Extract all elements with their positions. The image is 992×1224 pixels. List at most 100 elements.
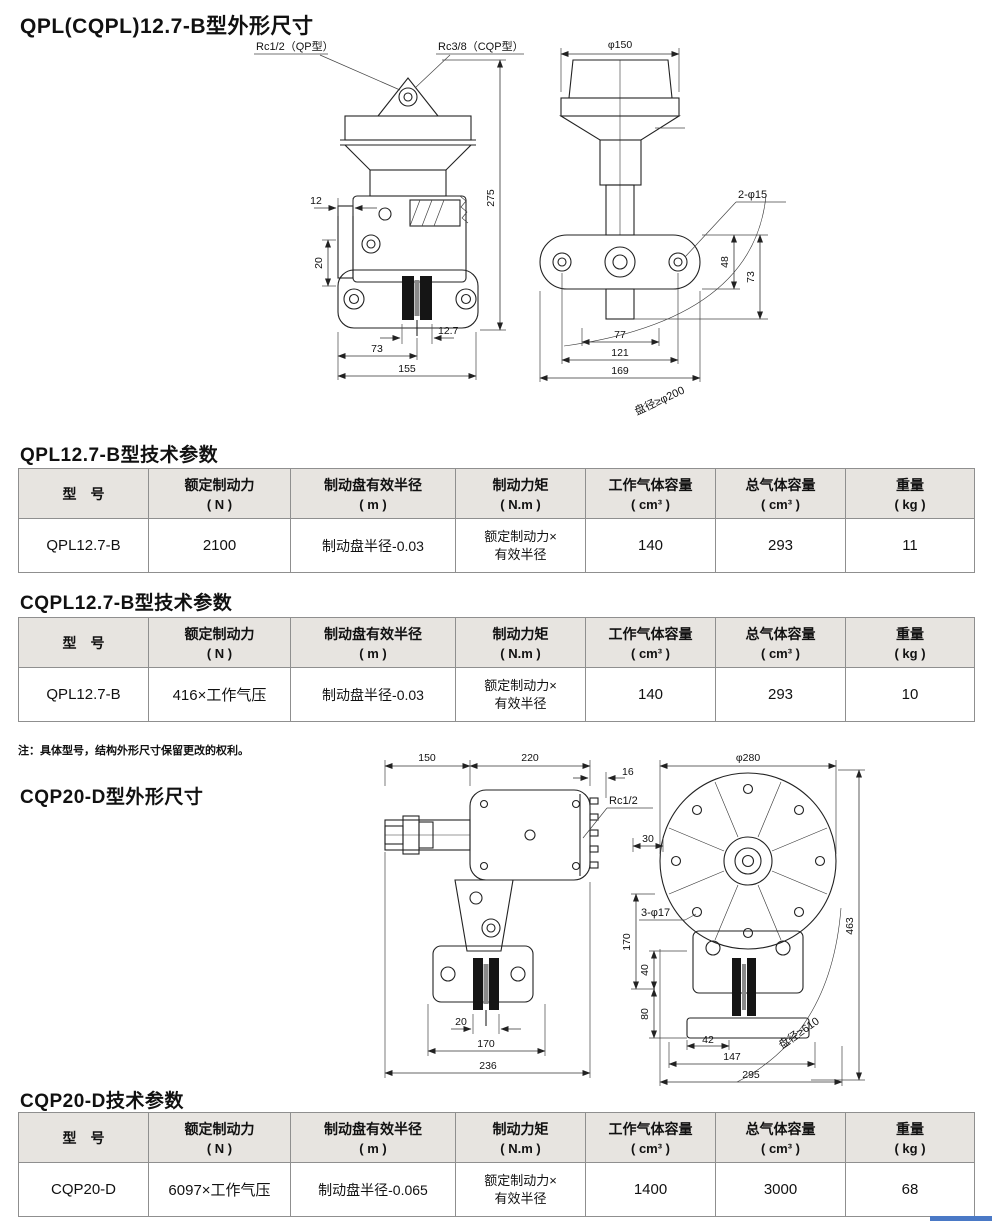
- cell-torque: 额定制动力×有效半径: [455, 1162, 586, 1217]
- col-header-work-volume: 工作气体容量( cm³ ): [585, 468, 716, 519]
- cell-total-volume: 293: [715, 518, 846, 573]
- dim-label-169: 169: [611, 365, 629, 377]
- table-header-row: 型 号 额定制动力( N ) 制动盘有效半径( m ) 制动力矩( N.m ) …: [18, 468, 975, 519]
- cqp-side-view-drawing: 150 220 16 Rc1/2 20 170 236: [384, 752, 653, 1078]
- col-header-total-volume: 总气体容量( cm³ ): [715, 617, 846, 668]
- table-data-row: QPL12.7-B 2100 制动盘半径-0.03 额定制动力×有效半径 140…: [18, 518, 975, 573]
- brake-disc-arc: [563, 195, 767, 347]
- page-corner-accent: [930, 1216, 992, 1221]
- section-title-cqp-dimensions: CQP20-D型外形尺寸: [20, 787, 204, 808]
- dim-label-20: 20: [455, 1016, 467, 1028]
- cell-radius: 制动盘半径-0.065: [290, 1162, 456, 1217]
- dim-label-170: 170: [621, 933, 633, 951]
- cell-work-volume: 140: [585, 667, 716, 722]
- dim-label-16: 16: [622, 766, 634, 778]
- hole-label-2-phi15: 2-φ15: [738, 189, 767, 201]
- cqp-front-outline: [659, 772, 842, 1083]
- dim-label-295: 295: [742, 1069, 760, 1081]
- dim-label-12-7: 12.7: [438, 325, 459, 337]
- port-label-qp: Rc1/2（QP型）: [256, 39, 334, 53]
- col-header-total-volume: 总气体容量( cm³ ): [715, 1112, 846, 1163]
- cqp-side-annotations: 150 220 16 Rc1/2 20 170 236: [384, 752, 653, 1078]
- cell-model: CQP20-D: [18, 1162, 149, 1217]
- table-data-row: CQP20-D 6097×工作气压 制动盘半径-0.065 额定制动力×有效半径…: [18, 1162, 975, 1217]
- dim-label-48: 48: [719, 256, 731, 268]
- col-header-force: 额定制动力( N ): [148, 1112, 291, 1163]
- table-header-row: 型 号 额定制动力( N ) 制动盘有效半径( m ) 制动力矩( N.m ) …: [18, 1112, 975, 1163]
- dim-label-12: 12: [310, 195, 322, 207]
- col-header-torque: 制动力矩( N.m ): [455, 617, 586, 668]
- col-header-model: 型 号: [18, 1112, 149, 1163]
- cell-force: 6097×工作气压: [148, 1162, 291, 1217]
- dim-label-phi150: φ150: [608, 39, 632, 51]
- qpl-front-annotations: Rc1/2（QP型） Rc3/8（CQP型） 275 12 20 12.7: [254, 39, 524, 380]
- col-header-radius: 制动盘有效半径( m ): [290, 1112, 456, 1163]
- cell-force: 416×工作气压: [148, 667, 291, 722]
- cell-weight: 10: [845, 667, 975, 722]
- dim-label-80: 80: [639, 1008, 651, 1020]
- col-header-torque: 制动力矩( N.m ): [455, 1112, 586, 1163]
- cell-work-volume: 140: [585, 518, 716, 573]
- cell-weight: 11: [845, 518, 975, 573]
- cell-total-volume: 3000: [715, 1162, 846, 1217]
- dim-label-150: 150: [418, 752, 436, 764]
- footnote: 注：具体型号，结构外形尺寸保留更改的权利。: [18, 745, 249, 757]
- dim-label-220: 220: [521, 752, 539, 764]
- dim-label-42: 42: [702, 1034, 714, 1046]
- dim-label-121: 121: [611, 347, 629, 359]
- dim-label-73: 73: [745, 271, 757, 283]
- col-header-weight: 重量( kg ): [845, 617, 975, 668]
- col-header-force: 额定制动力( N ): [148, 617, 291, 668]
- cell-radius: 制动盘半径-0.03: [290, 667, 456, 722]
- col-header-radius: 制动盘有效半径( m ): [290, 617, 456, 668]
- dim-label-40: 40: [639, 964, 651, 976]
- port-label-rc12: Rc1/2: [609, 795, 638, 807]
- dim-label-170: 170: [477, 1038, 495, 1050]
- cell-model: QPL12.7-B: [18, 518, 149, 573]
- section-title-cqp-params: CQP20-D技术参数: [20, 1091, 184, 1112]
- col-header-work-volume: 工作气体容量( cm³ ): [585, 617, 716, 668]
- cell-radius: 制动盘半径-0.03: [290, 518, 456, 573]
- dim-label-77: 77: [614, 329, 626, 341]
- cell-torque: 额定制动力×有效半径: [455, 518, 586, 573]
- cqp-front-annotations: φ280 30 3-φ17 170 40 80 463 42: [621, 752, 865, 1086]
- section-title-qpl-dimensions: QPL(CQPL)12.7-B型外形尺寸: [20, 15, 314, 38]
- cell-weight: 68: [845, 1162, 975, 1217]
- cqpl-params-table: 型 号 额定制动力( N ) 制动盘有效半径( m ) 制动力矩( N.m ) …: [18, 617, 975, 722]
- dim-label-phi280: φ280: [736, 752, 760, 764]
- cqp-front-view-drawing: φ280 30 3-φ17 170 40 80 463 42: [621, 752, 865, 1086]
- hole-label-3-phi17: 3-φ17: [641, 907, 670, 919]
- dim-label-463: 463: [844, 917, 856, 935]
- qpl-side-outline: [539, 59, 767, 347]
- brake-disc-arc: [736, 907, 842, 1083]
- disc-diameter-label: 盘径≥φ200: [632, 383, 686, 418]
- col-header-weight: 重量( kg ): [845, 468, 975, 519]
- cell-total-volume: 293: [715, 667, 846, 722]
- section-title-cqpl-params: CQPL12.7-B型技术参数: [20, 593, 233, 614]
- dim-label-73: 73: [371, 343, 383, 355]
- table-header-row: 型 号 额定制动力( N ) 制动盘有效半径( m ) 制动力矩( N.m ) …: [18, 617, 975, 668]
- qpl-params-table: 型 号 额定制动力( N ) 制动盘有效半径( m ) 制动力矩( N.m ) …: [18, 468, 975, 573]
- qpl-front-outline: [337, 77, 479, 336]
- dim-label-20: 20: [313, 257, 325, 269]
- dim-label-155: 155: [398, 363, 416, 375]
- dim-label-30: 30: [642, 833, 654, 845]
- col-header-torque: 制动力矩( N.m ): [455, 468, 586, 519]
- col-header-total-volume: 总气体容量( cm³ ): [715, 468, 846, 519]
- col-header-radius: 制动盘有效半径( m ): [290, 468, 456, 519]
- cqp-params-table: 型 号 额定制动力( N ) 制动盘有效半径( m ) 制动力矩( N.m ) …: [18, 1112, 975, 1217]
- qpl-side-annotations: φ150 2-φ15 48 73 77 121 169 盘径≥φ200: [539, 39, 786, 418]
- table-data-row: QPL12.7-B 416×工作气压 制动盘半径-0.03 额定制动力×有效半径…: [18, 667, 975, 722]
- cell-torque: 额定制动力×有效半径: [455, 667, 586, 722]
- cell-model: QPL12.7-B: [18, 667, 149, 722]
- dim-label-275: 275: [485, 189, 497, 207]
- col-header-work-volume: 工作气体容量( cm³ ): [585, 1112, 716, 1163]
- col-header-force: 额定制动力( N ): [148, 468, 291, 519]
- dim-label-147: 147: [723, 1051, 741, 1063]
- qpl-front-view-drawing: Rc1/2（QP型） Rc3/8（CQP型） 275 12 20 12.7: [254, 39, 524, 380]
- section-title-qpl-params: QPL12.7-B型技术参数: [20, 445, 219, 466]
- dim-label-236: 236: [479, 1060, 497, 1072]
- qpl-side-view-drawing: φ150 2-φ15 48 73 77 121 169 盘径≥φ200: [539, 39, 786, 418]
- col-header-model: 型 号: [18, 617, 149, 668]
